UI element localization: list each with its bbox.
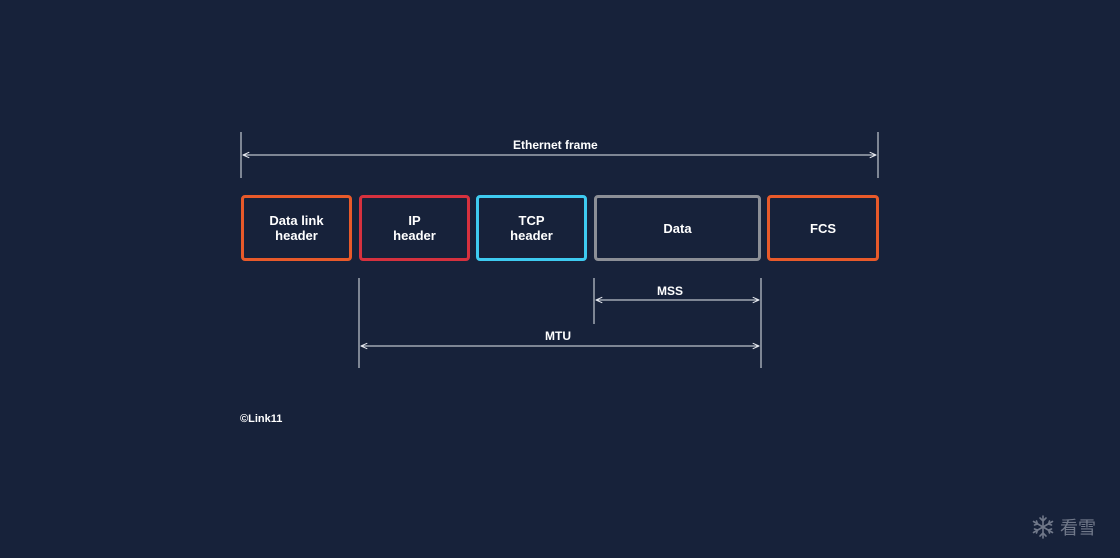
- tcp-header-line-2: header: [510, 228, 553, 243]
- copyright-text: ©Link11: [240, 413, 283, 425]
- data-box-label: Data: [663, 220, 692, 236]
- snowflake-icon: [1032, 515, 1054, 539]
- data-link-header-line-1: Data link: [269, 213, 324, 228]
- tcp-header-box: TCP header: [476, 195, 587, 261]
- watermark-text: 看雪: [1060, 518, 1096, 539]
- data-box: Data: [594, 195, 761, 261]
- ip-header-line-1: IP: [408, 213, 421, 228]
- data-link-header-box: Data link header: [241, 195, 352, 261]
- mss-label: MSS: [654, 284, 687, 298]
- data-link-header-line-2: header: [275, 228, 318, 243]
- tcp-header-line-1: TCP: [518, 213, 545, 228]
- mtu-label: MTU: [542, 329, 574, 343]
- fcs-box: FCS: [767, 195, 879, 261]
- ip-header-line-2: header: [393, 228, 436, 243]
- ethernet-frame-label: Ethernet frame: [510, 138, 601, 152]
- ip-header-box: IP header: [359, 195, 470, 261]
- watermark: 看雪: [1030, 513, 1104, 541]
- fcs-box-label: FCS: [810, 220, 836, 236]
